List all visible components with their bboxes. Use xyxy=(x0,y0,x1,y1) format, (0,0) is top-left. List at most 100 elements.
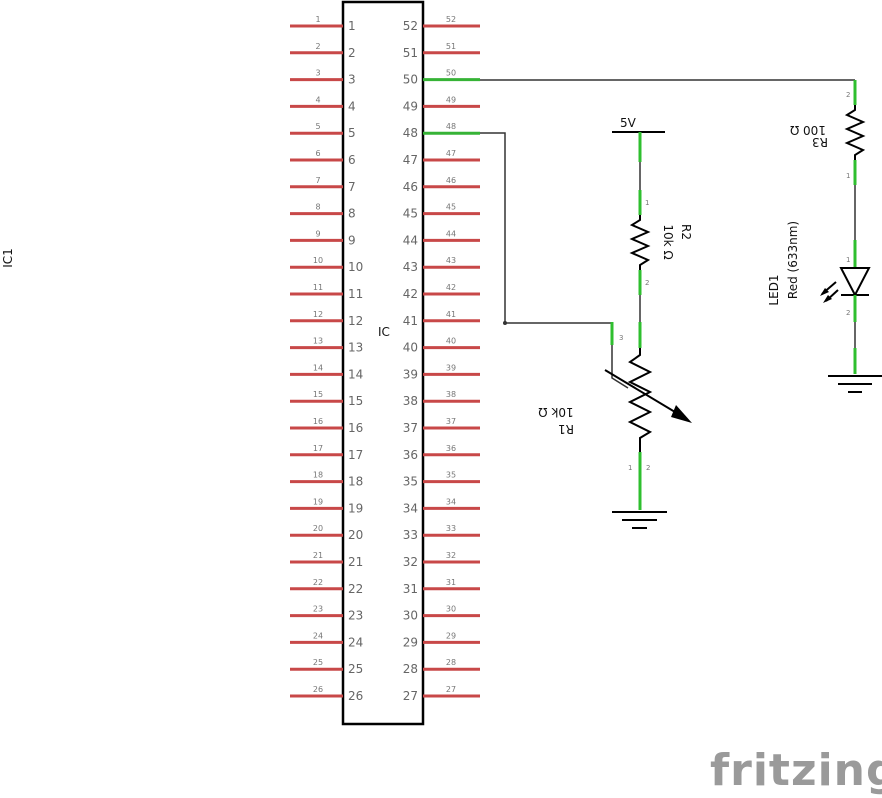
ic-pin-50[interactable]: 50 50 xyxy=(403,69,480,87)
ic-ref-label: IC1 xyxy=(1,248,15,268)
pin-number-outer: 42 xyxy=(446,283,456,292)
r2-ref-label: R2 xyxy=(679,224,693,240)
pin-number-inner: 19 xyxy=(348,501,363,515)
pin-number-inner: 12 xyxy=(348,314,363,328)
pin-number-inner: 1 xyxy=(348,19,356,33)
pin-number-inner: 46 xyxy=(403,180,418,194)
pin-number-outer: 17 xyxy=(313,444,323,453)
pin-number-outer: 24 xyxy=(313,631,323,640)
pin-number-inner: 2 xyxy=(348,46,356,60)
pin-number-outer: 34 xyxy=(446,497,456,506)
resistor-r2[interactable]: 1 2 R2 10k Ω xyxy=(629,132,693,348)
pin-number-outer: 21 xyxy=(313,551,323,560)
pin-number-inner: 22 xyxy=(348,582,363,596)
pin-number-inner: 32 xyxy=(403,555,418,569)
pin-number-inner: 5 xyxy=(348,126,356,140)
ic-pin-22[interactable]: 22 22 xyxy=(290,578,363,596)
pin-number-inner: 50 xyxy=(403,73,418,87)
pin-number-inner: 51 xyxy=(403,46,418,60)
pin-number-outer: 47 xyxy=(446,149,456,158)
ic-pin-43[interactable]: 43 43 xyxy=(403,256,480,274)
pin-number-outer: 39 xyxy=(446,363,456,372)
pin-number-outer: 8 xyxy=(315,203,320,212)
pin-number-outer: 50 xyxy=(446,69,456,78)
pin-number-inner: 28 xyxy=(403,662,418,676)
pin-number-inner: 48 xyxy=(403,126,418,140)
pin-number-outer: 9 xyxy=(315,229,320,238)
pin-number-inner: 37 xyxy=(403,421,418,435)
pin-number-outer: 1 xyxy=(315,15,320,24)
pin-number-outer: 43 xyxy=(446,256,456,265)
pin-number-outer: 11 xyxy=(313,283,323,292)
pin-number-outer: 7 xyxy=(315,176,320,185)
pin-number-inner: 43 xyxy=(403,260,418,274)
pin-number-outer: 18 xyxy=(313,471,323,480)
pin-number-inner: 4 xyxy=(348,99,356,113)
r3-value-label: 100 Ω xyxy=(790,123,826,137)
pin-number-outer: 33 xyxy=(446,524,456,533)
pin-number-outer: 26 xyxy=(313,685,323,694)
led-ref-label: LED1 xyxy=(767,274,781,305)
pin-number-outer: 40 xyxy=(446,337,456,346)
pin-number-inner: 10 xyxy=(348,260,363,274)
wire-pin48-r1-wiper[interactable] xyxy=(480,132,612,324)
potentiometer-r1[interactable]: 3 1 2 R1 10k Ω xyxy=(538,322,692,510)
led-led1[interactable]: 1 2 LED1 Red (633nm) xyxy=(767,221,871,374)
resistor-r3[interactable]: 2 1 R3 100 Ω xyxy=(790,80,866,240)
r1-value-label: 10k Ω xyxy=(538,405,573,419)
pin-number-outer: 22 xyxy=(313,578,323,587)
pin-number-inner: 8 xyxy=(348,207,356,221)
